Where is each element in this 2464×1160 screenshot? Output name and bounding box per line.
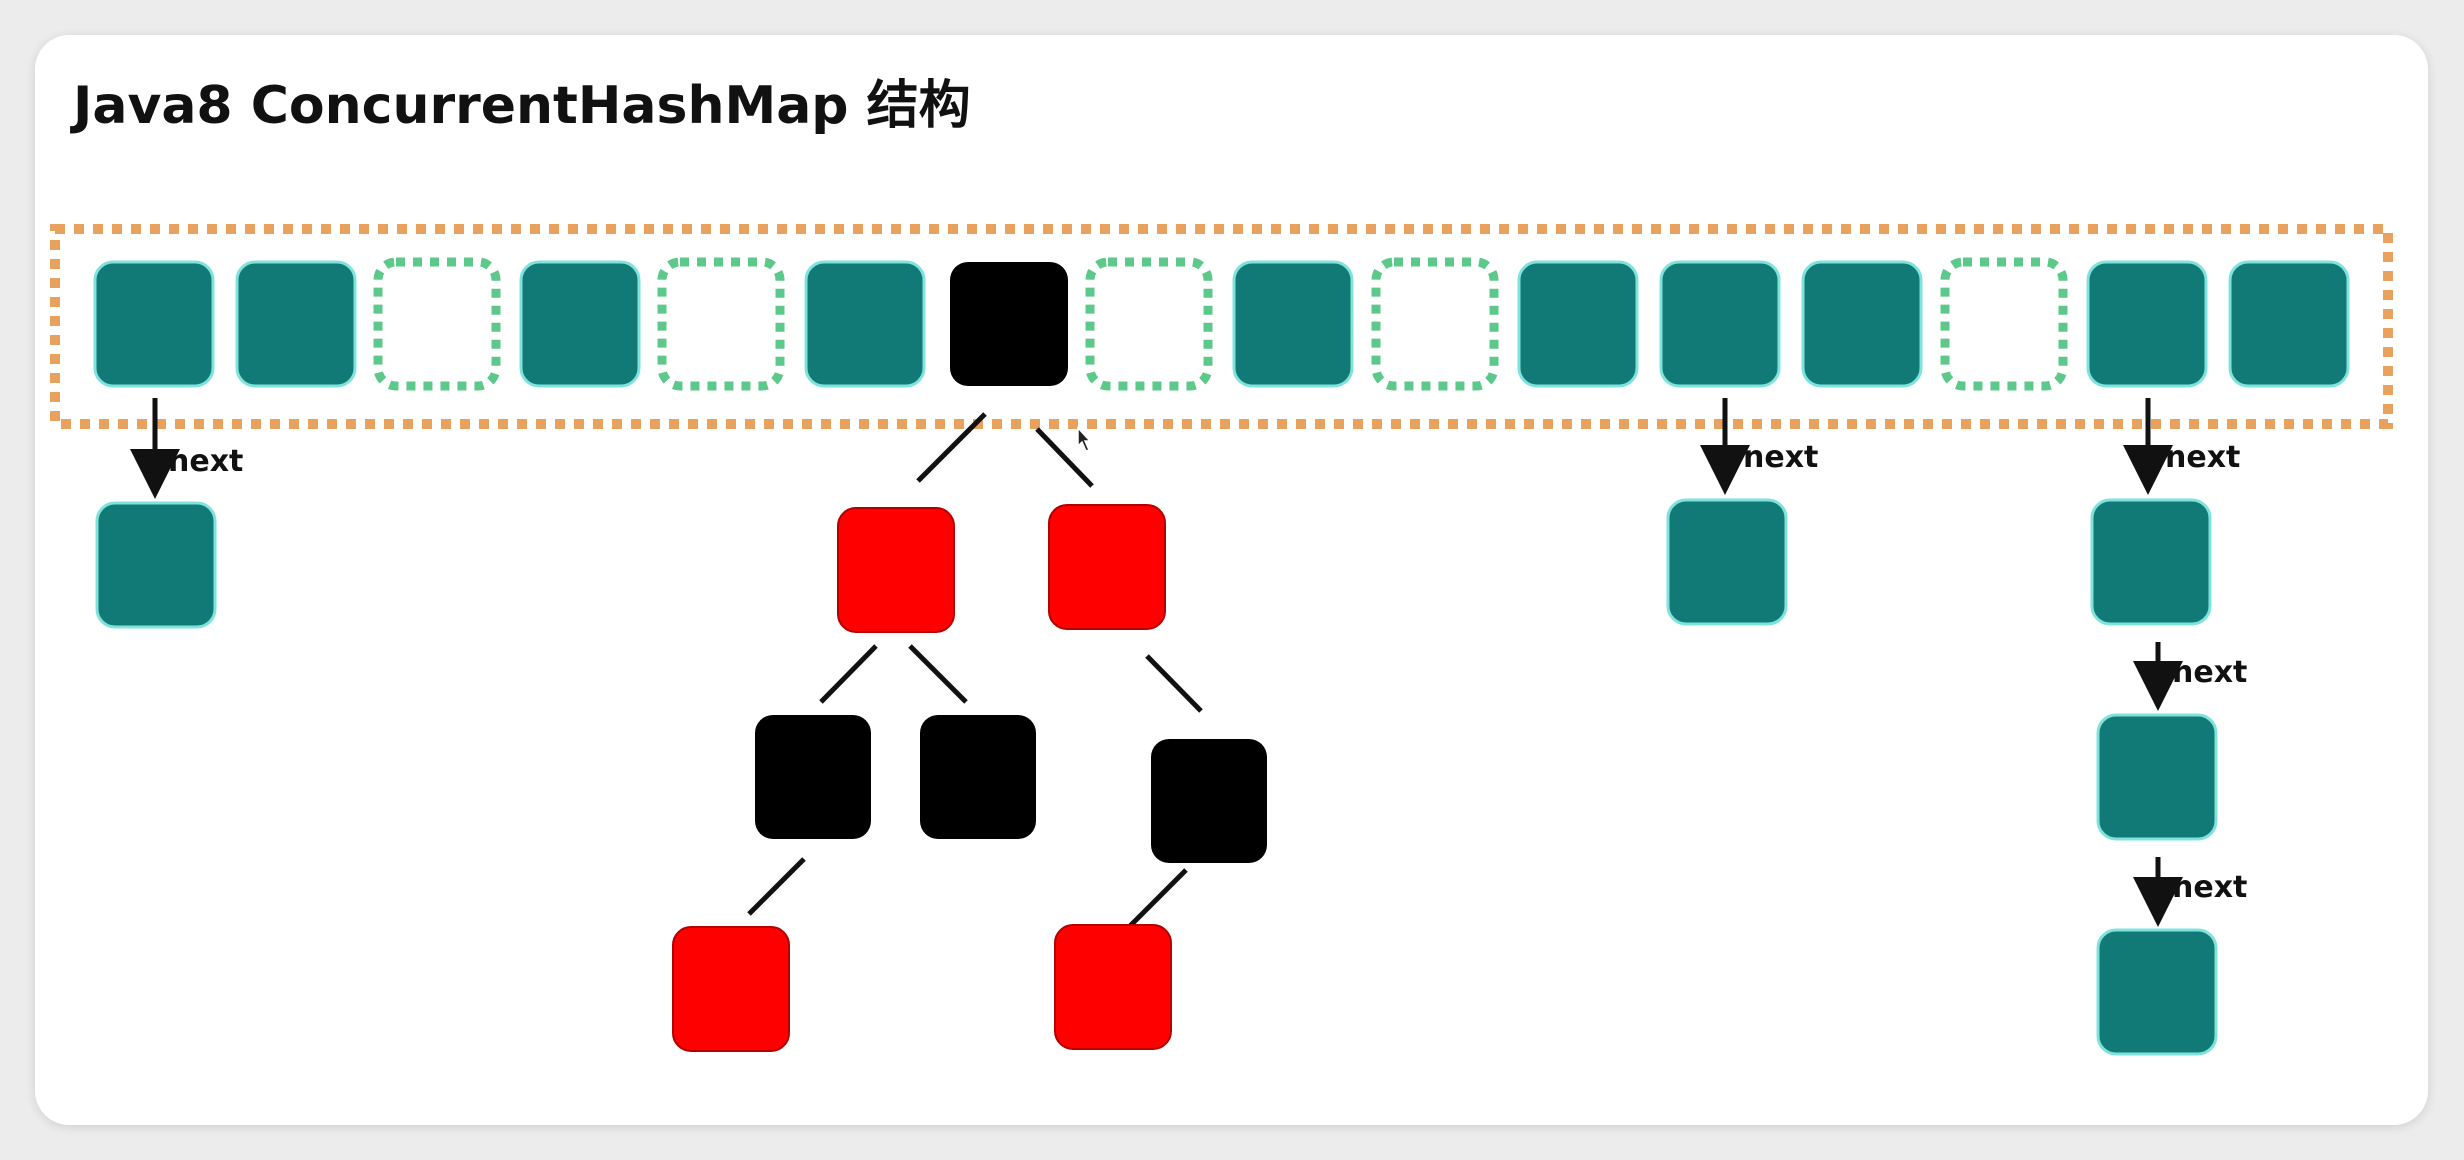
tree-node-red [1048,504,1166,630]
bin-9-empty [1371,257,1499,391]
chain-node [2096,713,2218,841]
bin-14 [2086,260,2208,388]
tree-edge [747,857,806,916]
bin-8 [1232,260,1354,388]
next-label: next [168,444,243,479]
tree-node-black [755,715,871,839]
bin-4-empty [657,257,785,391]
chain-bin-11: next [1666,398,1818,626]
concurrenthashmap-diagram: next next next next next [50,224,2393,1056]
bin-15 [2228,260,2350,388]
tree-edge [819,644,878,704]
tree-node-red [672,926,790,1052]
bin-7-empty [1085,257,1213,391]
tree-node-red [837,507,955,633]
next-label: next [2165,440,2240,475]
table-bins [93,257,2350,391]
tree-edge [1035,427,1094,488]
tree-edge [1145,654,1203,713]
chain-node [2096,928,2218,1056]
bin-6-tree-root [950,262,1068,386]
red-black-tree [672,412,1267,1052]
bin-5 [804,260,926,388]
tree-edge [1128,868,1188,928]
tree-node-black [920,715,1036,839]
bin-11 [1659,260,1781,388]
chain-bin-0: next [95,398,243,629]
mouse-cursor-icon [1077,426,1092,452]
chain-node [1666,498,1788,626]
next-label: next [2172,655,2247,690]
bin-2-empty [373,257,501,391]
tree-node-red [1054,924,1172,1050]
next-label: next [2172,870,2247,905]
tree-node-black [1151,739,1267,863]
next-label: next [1743,440,1818,475]
tree-edge [916,412,987,483]
bin-12 [1801,260,1923,388]
chain-node [2090,498,2212,626]
table-array-border [50,224,2393,429]
tree-edge [908,644,968,704]
slide-title: Java8 ConcurrentHashMap 结构 [73,76,971,136]
chain-bin-14: next next next [2090,398,2247,1056]
bin-3 [519,260,641,388]
bin-1 [235,260,357,388]
bin-0 [93,260,215,388]
bin-13-empty [1940,257,2068,391]
slide-card: Java8 ConcurrentHashMap 结构 [35,35,2428,1125]
bin-10 [1517,260,1639,388]
chain-node [95,501,217,629]
